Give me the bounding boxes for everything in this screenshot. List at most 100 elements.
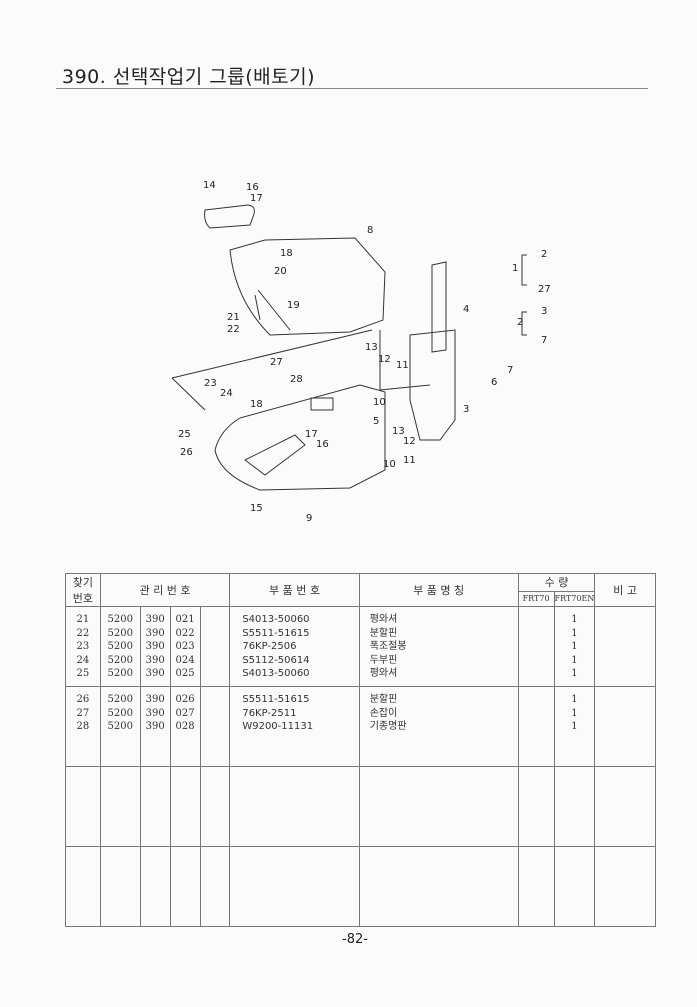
cell-value: 손잡이: [369, 707, 398, 719]
callout-label: 14: [203, 180, 216, 191]
table-cell: [553, 846, 596, 927]
table-cell: [594, 606, 656, 687]
cell-value: 26: [76, 694, 90, 705]
table-cell: [517, 686, 555, 767]
table-cell: [139, 846, 171, 927]
cell-value: 021: [175, 614, 195, 625]
callout-label: 17: [250, 193, 263, 204]
table-cell: [139, 766, 171, 847]
table-cell: [199, 766, 231, 847]
header-qty: 수 량: [517, 573, 596, 592]
callout-label: 17: [305, 429, 318, 440]
cell-value: 5200: [107, 707, 133, 719]
cell-value: W9200-11131: [242, 721, 314, 732]
table-cell: [358, 846, 519, 927]
table-cell: [358, 766, 519, 847]
cell-value: 390: [145, 721, 165, 732]
callout-label: 1: [512, 263, 518, 274]
cell-value: 분할핀: [369, 694, 398, 705]
table-row-group: [65, 846, 656, 927]
callout-label: 4: [463, 304, 469, 315]
callout-label: 3: [541, 306, 547, 317]
cell-value: 5200: [107, 641, 133, 652]
cell-value: 25: [76, 668, 90, 679]
cell-value: 390: [145, 627, 165, 639]
table-cell: [65, 766, 101, 847]
cell-value: 23: [76, 641, 90, 652]
table-cell: [199, 686, 231, 767]
page-number: -82-: [342, 932, 368, 947]
title-divider: [56, 88, 648, 89]
cell-value: 1: [571, 694, 578, 705]
table-cell: 026 027 028: [169, 686, 201, 767]
callout-label: 18: [250, 399, 263, 410]
table-cell: [169, 766, 201, 847]
table-cell: [99, 846, 141, 927]
header-control-no: 관 리 번 호: [99, 573, 231, 607]
callout-label: 6: [491, 377, 497, 388]
callout-label: 9: [306, 513, 312, 524]
cell-value: 두부핀: [369, 654, 398, 666]
table-cell: 390 390 390: [139, 686, 171, 767]
table-cell: [553, 766, 596, 847]
cell-value: 026: [175, 694, 195, 705]
table-row-group: [65, 766, 656, 847]
cell-value: 22: [76, 627, 90, 639]
cell-value: S4013-50060: [242, 614, 310, 625]
cell-value: 27: [76, 707, 90, 719]
callout-label: 27: [538, 284, 551, 295]
cell-value: 1: [571, 721, 578, 732]
table-cell: [199, 606, 231, 687]
cell-value: 1: [571, 668, 578, 679]
callout-label: 27: [270, 357, 283, 368]
callout-label: 20: [274, 266, 287, 277]
callout-label: 15: [250, 503, 263, 514]
callout-label: 8: [367, 225, 373, 236]
cell-value: 1: [571, 614, 578, 625]
cell-value: 76KP-2506: [242, 641, 297, 652]
cell-value: 023: [175, 641, 195, 652]
upper-plate-part: [229, 237, 386, 336]
table-cell: [229, 766, 360, 847]
cell-value: S5511-51615: [242, 627, 310, 639]
callout-label: 11: [396, 360, 409, 371]
cell-value: 028: [175, 721, 195, 732]
callout-label: 12: [403, 436, 416, 447]
cell-value: 76KP-2511: [242, 707, 297, 719]
cell-value: 평와셔: [369, 614, 398, 625]
callout-label: 26: [180, 447, 193, 458]
cell-value: 1: [571, 627, 578, 639]
table-cell: [169, 846, 201, 927]
table-cell: [99, 766, 141, 847]
cell-value: 390: [145, 707, 165, 719]
cell-value: 027: [175, 707, 195, 719]
callout-label: 3: [463, 404, 469, 415]
cell-value: 390: [145, 668, 165, 679]
callout-label: 12: [378, 354, 391, 365]
callout-label: 19: [287, 300, 300, 311]
cell-value: 390: [145, 694, 165, 705]
cell-value: 390: [145, 654, 165, 666]
handle-part: [204, 204, 255, 229]
column-part: [431, 261, 447, 353]
cell-value: S5112-50614: [242, 654, 310, 666]
callout-label: 5: [373, 416, 379, 427]
header-part-name: 부 품 명 칭: [358, 573, 519, 607]
header-qty-frt70: FRT70: [517, 590, 555, 608]
cell-value: 5200: [107, 721, 133, 732]
cell-value: 분할핀: [369, 627, 398, 639]
header-part-no: 부 품 번 호: [229, 573, 360, 607]
callout-label: 2: [517, 317, 523, 328]
cell-value: 390: [145, 614, 165, 625]
callout-label: 23: [204, 378, 217, 389]
